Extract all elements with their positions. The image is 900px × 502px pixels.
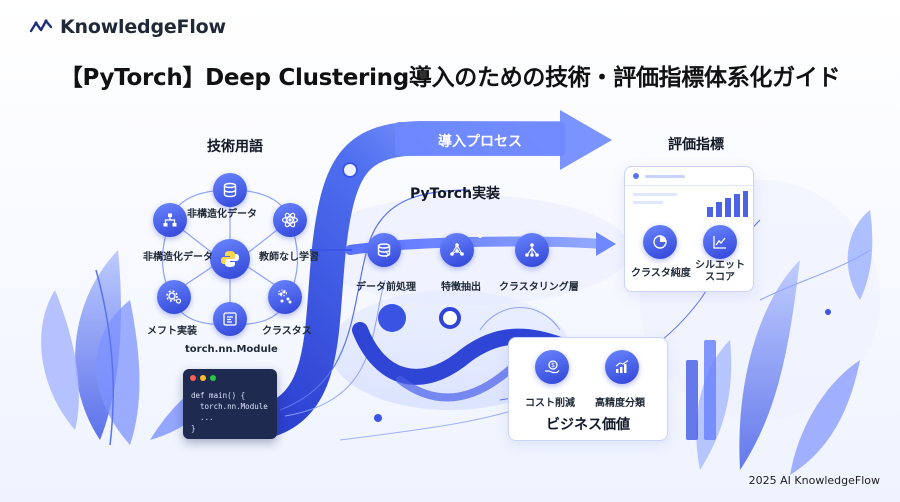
card-title-bar bbox=[645, 175, 685, 178]
metric-node-silhouette bbox=[703, 225, 737, 259]
term-label-1: 教師なし学習 bbox=[259, 252, 319, 263]
code-line-3: ... bbox=[191, 413, 214, 422]
process-label: 導入プロセス bbox=[438, 134, 522, 150]
card-line bbox=[633, 193, 677, 196]
code-line-4: } bbox=[191, 424, 196, 433]
business-label-0: コスト削減 bbox=[525, 398, 575, 409]
term-label-2: 非構造化データ bbox=[143, 252, 213, 263]
database-icon bbox=[223, 182, 237, 198]
minimize-dot bbox=[200, 375, 206, 381]
pytorch-heading: PyTorch実装 bbox=[409, 186, 501, 202]
maximize-dot bbox=[210, 375, 216, 381]
business-card: $ コスト削減 高精度分類 ビジネス価値 bbox=[508, 337, 668, 441]
business-label-1: 高精度分類 bbox=[595, 398, 645, 409]
dollar-hand-icon: $ bbox=[545, 360, 560, 374]
bar-growth-icon bbox=[615, 360, 629, 373]
wave-logo-icon bbox=[30, 19, 52, 33]
term-label-4: クラスタス bbox=[262, 326, 312, 337]
term-node-hierarchy bbox=[153, 203, 187, 237]
footer-copyright: 2025 AI KnowledgeFlow bbox=[748, 474, 880, 487]
step-node-preprocess bbox=[367, 233, 401, 267]
terms-heading: 技術用語 bbox=[207, 139, 263, 155]
term-label-5: torch.nn.Module bbox=[185, 344, 278, 355]
business-node-accuracy bbox=[605, 350, 639, 384]
hierarchy-icon bbox=[163, 213, 177, 227]
term-node-atom bbox=[273, 203, 307, 237]
brand: KnowledgeFlow bbox=[30, 16, 226, 38]
python-icon bbox=[221, 251, 239, 267]
term-label-3: メフト実装 bbox=[147, 326, 197, 337]
term-node-gears bbox=[157, 280, 191, 314]
term-node-code bbox=[213, 302, 247, 336]
business-node-cost: $ bbox=[535, 350, 569, 384]
scatter-icon bbox=[278, 289, 292, 304]
code-icon bbox=[223, 312, 237, 326]
mini-bar-chart bbox=[707, 191, 748, 217]
card-dot bbox=[633, 173, 639, 179]
step-label-0: データ前処理 bbox=[356, 282, 416, 293]
card-line bbox=[633, 201, 663, 204]
step-label-2: クラスタリング層 bbox=[499, 282, 579, 293]
term-node-scatter bbox=[268, 280, 302, 314]
tree-icon bbox=[525, 243, 539, 257]
pie-chart-icon bbox=[653, 235, 667, 249]
code-line-1: def main() { bbox=[191, 391, 246, 400]
page-title: 【PyTorch】Deep Clustering導入のための技術・評価指標体系化… bbox=[59, 65, 841, 91]
business-heading: ビジネス価値 bbox=[546, 417, 630, 433]
metric-label-1: シルエット スコア bbox=[695, 260, 745, 283]
network-icon bbox=[450, 243, 464, 256]
code-window: def main() { torch.nn.Module ... } bbox=[183, 369, 277, 439]
line-chart-icon bbox=[713, 236, 726, 249]
term-node-database bbox=[213, 173, 247, 207]
gears-icon bbox=[166, 290, 182, 304]
hub-node bbox=[210, 239, 250, 279]
card-titlebar bbox=[625, 167, 753, 186]
brand-name: KnowledgeFlow bbox=[60, 16, 226, 38]
step-label-1: 特徴抽出 bbox=[441, 282, 481, 293]
svg-text:$: $ bbox=[551, 362, 555, 369]
term-label-0: 非構造化データ bbox=[187, 209, 257, 220]
window-controls bbox=[190, 375, 216, 381]
step-node-cluster bbox=[515, 233, 549, 267]
metric-label-0: クラスタ純度 bbox=[631, 268, 691, 279]
close-dot bbox=[190, 375, 196, 381]
step-node-features bbox=[440, 233, 474, 267]
metric-node-purity bbox=[643, 225, 677, 259]
atom-icon bbox=[281, 212, 299, 228]
metrics-card: クラスタ純度 シルエット スコア bbox=[624, 166, 754, 292]
stack-icon bbox=[377, 243, 391, 258]
code-line-2: torch.nn.Module bbox=[191, 402, 268, 411]
metrics-heading: 評価指標 bbox=[668, 137, 724, 153]
